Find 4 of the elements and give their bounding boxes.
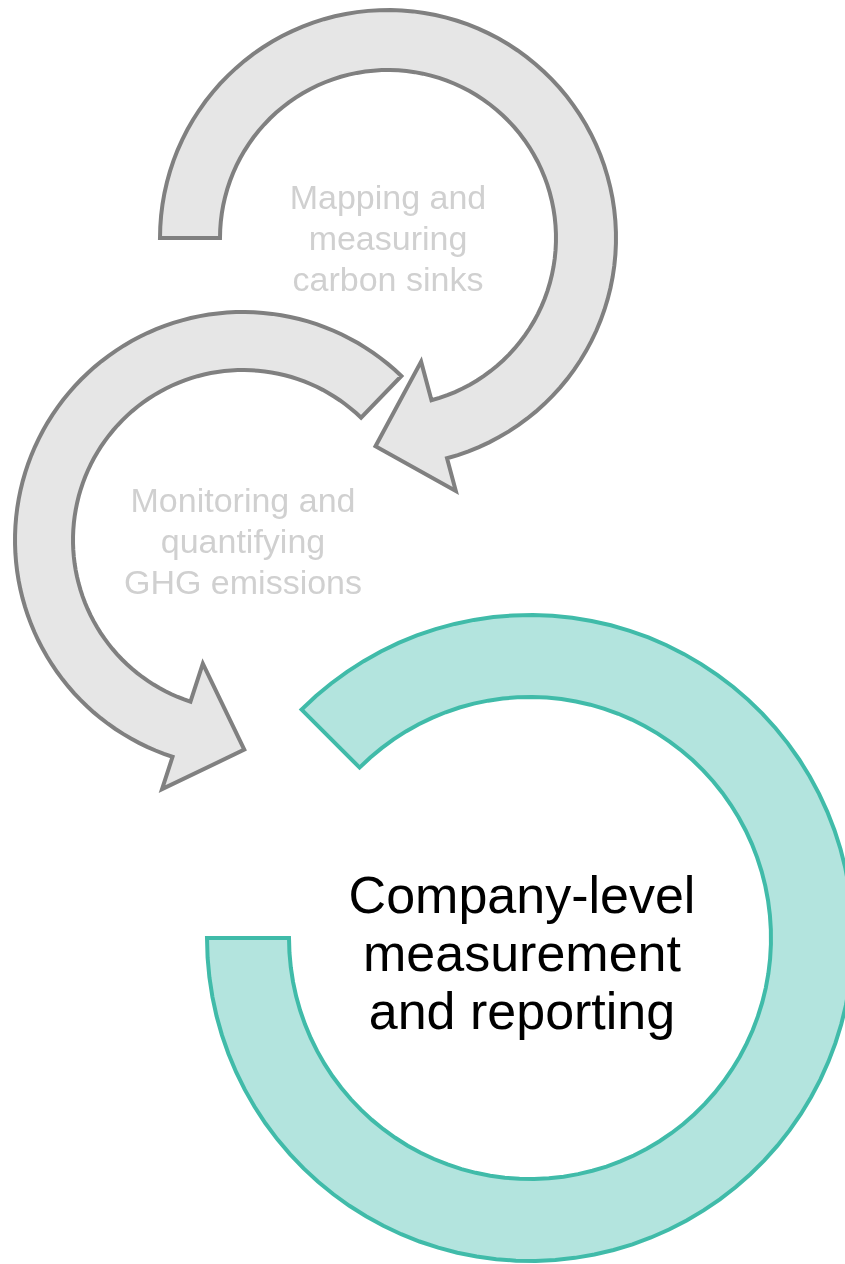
step-label: Company-level measurement and reporting (347, 866, 697, 1040)
circular-arrow (157, 8, 618, 496)
circular-arrow (13, 310, 405, 793)
ring-shape (204, 613, 845, 1263)
